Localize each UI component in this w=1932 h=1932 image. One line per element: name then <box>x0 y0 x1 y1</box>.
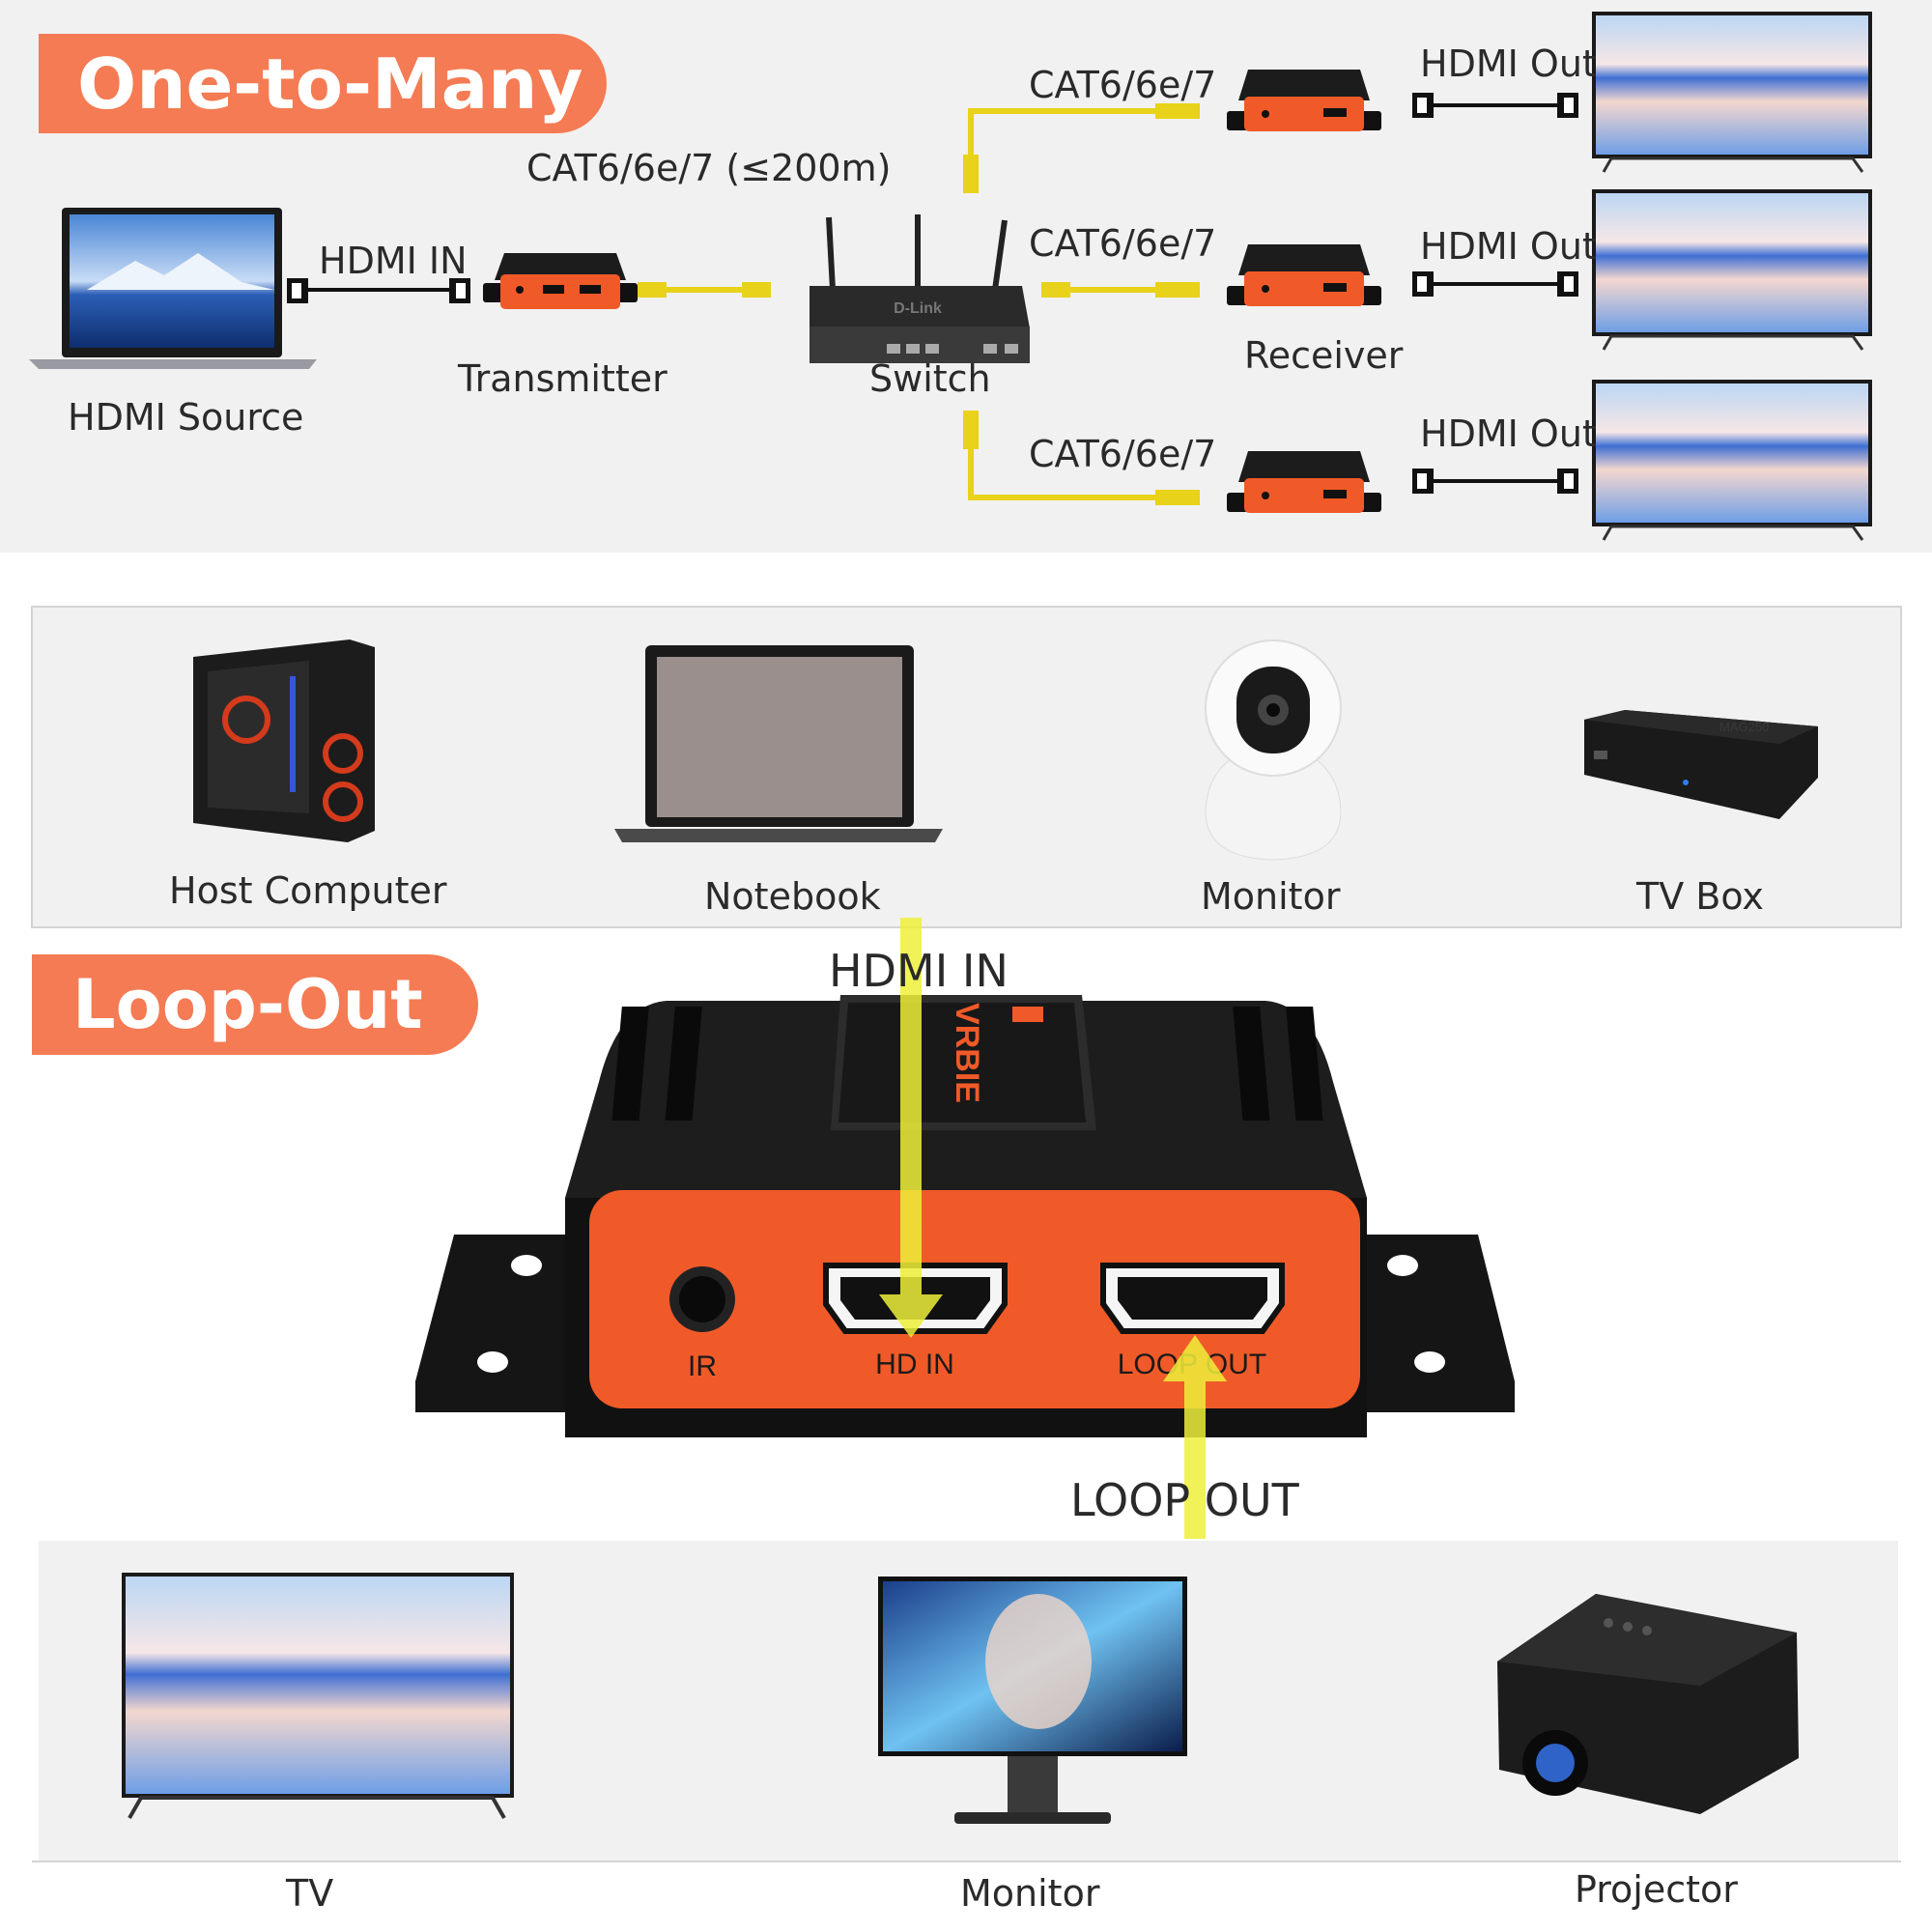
cat-cable-main <box>638 282 771 298</box>
cable-main-label: CAT6/6e/7 (≤200m) <box>526 147 892 189</box>
receiver-device-2-icon <box>1227 244 1381 306</box>
hdmi-in-cable <box>287 278 470 303</box>
tv-box-icon: MAG250 <box>1584 710 1818 819</box>
hdmi-out-cable-2 <box>1412 271 1578 297</box>
cat-cable-branch-top <box>963 103 1200 193</box>
receiver-device-1-icon <box>1227 70 1381 131</box>
receiver-label: Receiver <box>1244 334 1404 377</box>
loop-out-label: LOOP OUT <box>1070 1474 1299 1526</box>
source-monitor-label: Monitor <box>1201 875 1341 918</box>
extender-device-illustration: VRBIE IR HD IN LOOP OUT <box>415 995 1515 1437</box>
hdmi-source-label: HDMI Source <box>68 396 304 439</box>
source-notebook-label: Notebook <box>704 875 881 918</box>
port-ir-label: IR <box>688 1350 717 1382</box>
display-projector-label: Projector <box>1575 1868 1738 1911</box>
hdmi-out-1-label: HDMI Out <box>1420 43 1597 85</box>
transmitter-label: Transmitter <box>458 357 668 400</box>
display-tv-label: TV <box>286 1872 334 1915</box>
cat-cable-branch-bottom <box>963 411 1200 505</box>
loop-out-title: Loop-Out <box>72 965 423 1044</box>
receiver-device-3-icon <box>1227 451 1381 513</box>
switch-label: Switch <box>869 357 991 400</box>
cable-branch-3-label: CAT6/6e/7 <box>1029 433 1217 475</box>
cable-branch-2-label: CAT6/6e/7 <box>1029 222 1217 265</box>
tv-box-brand: MAG250 <box>1719 720 1769 734</box>
cable-branch-1-label: CAT6/6e/7 <box>1029 64 1217 106</box>
loop-out-banner: Loop-Out <box>32 954 478 1055</box>
host-computer-icon <box>193 639 375 842</box>
source-host-computer-label: Host Computer <box>169 869 447 912</box>
device-brand: VRBIE <box>949 1003 985 1103</box>
monitor-display-icon <box>878 1577 1187 1824</box>
hdmi-out-cable-1 <box>1412 93 1578 118</box>
cat-cable-branch-middle <box>1041 282 1200 298</box>
hdmi-out-3-label: HDMI Out <box>1420 412 1597 455</box>
one-to-many-title: One-to-Many <box>77 43 583 125</box>
hdmi-in-arrow <box>879 918 943 1338</box>
display-monitor-label: Monitor <box>960 1872 1100 1915</box>
tv-display-icon <box>122 1573 514 1819</box>
port-hd-in-label: HD IN <box>875 1349 954 1380</box>
camera-monitor-icon <box>1205 639 1342 861</box>
switch-router-icon: D-Link <box>810 214 1030 363</box>
transmitter-device-icon <box>483 253 638 309</box>
tv-output-2-icon <box>1592 189 1872 351</box>
source-tv-box-label: TV Box <box>1636 875 1764 918</box>
laptop-source-icon <box>29 208 317 369</box>
notebook-icon <box>614 645 943 842</box>
tv-output-3-icon <box>1592 380 1872 541</box>
tv-output-1-icon <box>1592 12 1872 173</box>
hdmi-out-2-label: HDMI Out <box>1420 225 1597 268</box>
hdmi-in-label-loop: HDMI IN <box>829 945 1009 997</box>
hdmi-in-label-top: HDMI IN <box>319 240 468 282</box>
router-brand: D-Link <box>894 300 942 317</box>
one-to-many-banner: One-to-Many <box>39 34 607 133</box>
hdmi-out-cable-3 <box>1412 469 1578 494</box>
projector-icon <box>1497 1594 1799 1814</box>
loop-out-arrow <box>1163 1335 1227 1539</box>
